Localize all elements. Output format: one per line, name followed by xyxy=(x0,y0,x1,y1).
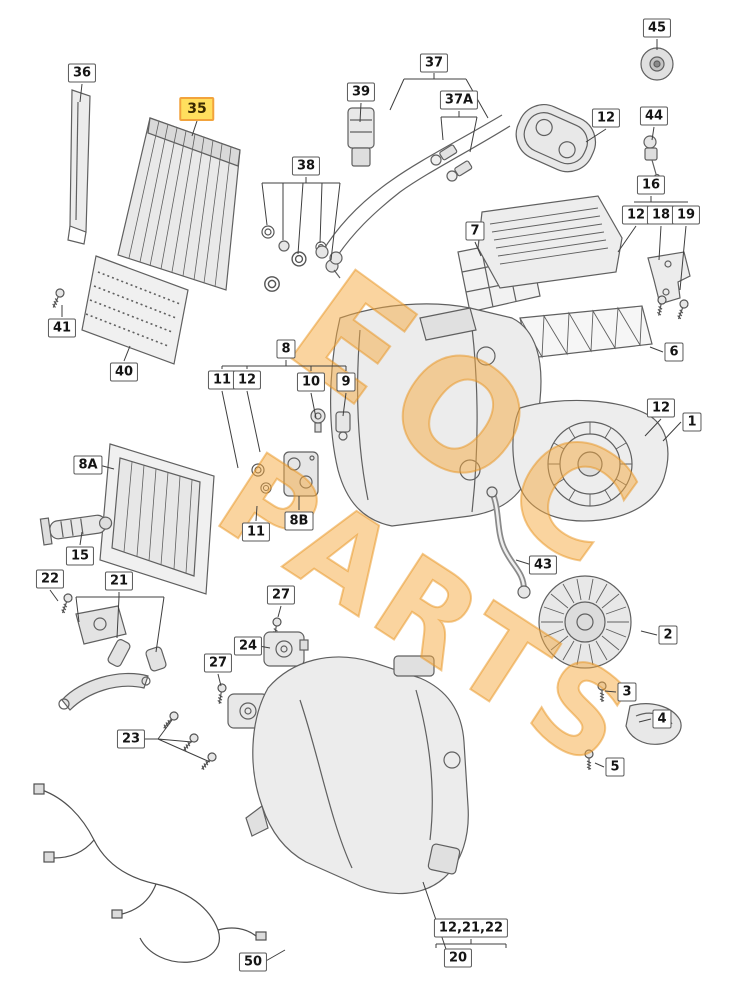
part-8A-evaporator-unit xyxy=(99,443,215,595)
callout-35-highlighted: 35 xyxy=(179,97,215,121)
callout-44: 44 xyxy=(639,106,669,126)
callout-27-a: 27 xyxy=(266,585,296,605)
callout-11-a: 11 xyxy=(207,370,237,390)
callout-37: 37 xyxy=(419,53,449,73)
callout-6: 6 xyxy=(664,342,684,362)
callout-2: 2 xyxy=(658,625,678,645)
part-2-blower-motor xyxy=(538,575,632,669)
main-housing xyxy=(330,303,542,527)
callout-7: 7 xyxy=(465,221,485,241)
part-15-pipe-stub xyxy=(39,514,113,546)
part-43-bracket-hose xyxy=(486,486,531,599)
callout-12-d: 12 xyxy=(646,398,676,418)
callout-22: 22 xyxy=(35,569,65,589)
part-21-22-linkage xyxy=(58,592,167,711)
part-12-seal-plate xyxy=(515,104,597,173)
callout-19: 19 xyxy=(671,205,701,225)
callout-15: 15 xyxy=(65,546,95,566)
callout-36: 36 xyxy=(67,63,97,83)
callout-39: 39 xyxy=(346,82,376,102)
part-16-bracket-assy xyxy=(647,251,691,322)
part-36-bracket xyxy=(67,89,91,245)
part-40-perforated-plate xyxy=(81,255,189,365)
part-24-27-actuators xyxy=(214,616,309,729)
callout-40: 40 xyxy=(109,362,139,382)
part-44-sensor xyxy=(643,135,661,181)
part-50-wiring-harness xyxy=(33,783,267,963)
callout-8A: 8A xyxy=(73,455,103,475)
part-6-cabin-filter xyxy=(519,305,653,359)
part-45-grommet xyxy=(640,47,674,81)
callout-8: 8 xyxy=(276,339,296,359)
callout-38: 38 xyxy=(291,156,321,176)
part-37-refrigerant-pipes xyxy=(315,114,511,265)
part-23-fasteners xyxy=(160,709,219,773)
callout-10: 10 xyxy=(296,372,326,392)
callout-12-c: 12 xyxy=(232,370,262,390)
callout-12-b: 12 xyxy=(621,205,651,225)
callout-27-b: 27 xyxy=(203,653,233,673)
heater-housing xyxy=(245,655,469,895)
leader-lines xyxy=(49,39,688,963)
callout-4: 4 xyxy=(652,709,672,729)
callout-24: 24 xyxy=(233,636,263,656)
callout-9: 9 xyxy=(336,372,356,392)
callout-18: 18 xyxy=(646,205,676,225)
callout-12-21-22: 12,21,22 xyxy=(433,918,509,938)
callout-12-a: 12 xyxy=(591,108,621,128)
callout-43: 43 xyxy=(528,555,558,575)
callout-45: 45 xyxy=(642,18,672,38)
callout-23: 23 xyxy=(116,729,146,749)
part-1-blower-housing xyxy=(512,399,669,522)
callout-21: 21 xyxy=(104,571,134,591)
callout-37A: 37A xyxy=(439,90,479,110)
callout-20: 20 xyxy=(443,948,473,968)
callout-5: 5 xyxy=(605,757,625,777)
callout-1: 1 xyxy=(682,412,702,432)
part-9-valve xyxy=(335,411,351,441)
callout-16: 16 xyxy=(636,175,666,195)
callout-41: 41 xyxy=(47,318,77,338)
part-39-valve-block xyxy=(347,107,375,167)
callout-8B: 8B xyxy=(284,511,314,531)
part-38-seal-kit xyxy=(261,225,341,292)
part-8B-expansion-valve xyxy=(251,451,319,497)
callout-50: 50 xyxy=(238,952,268,972)
intake-housing xyxy=(477,195,623,289)
part-35-evaporator xyxy=(117,117,241,291)
callout-11-b: 11 xyxy=(241,522,271,542)
callout-3: 3 xyxy=(617,682,637,702)
part-41-screw xyxy=(49,287,66,310)
